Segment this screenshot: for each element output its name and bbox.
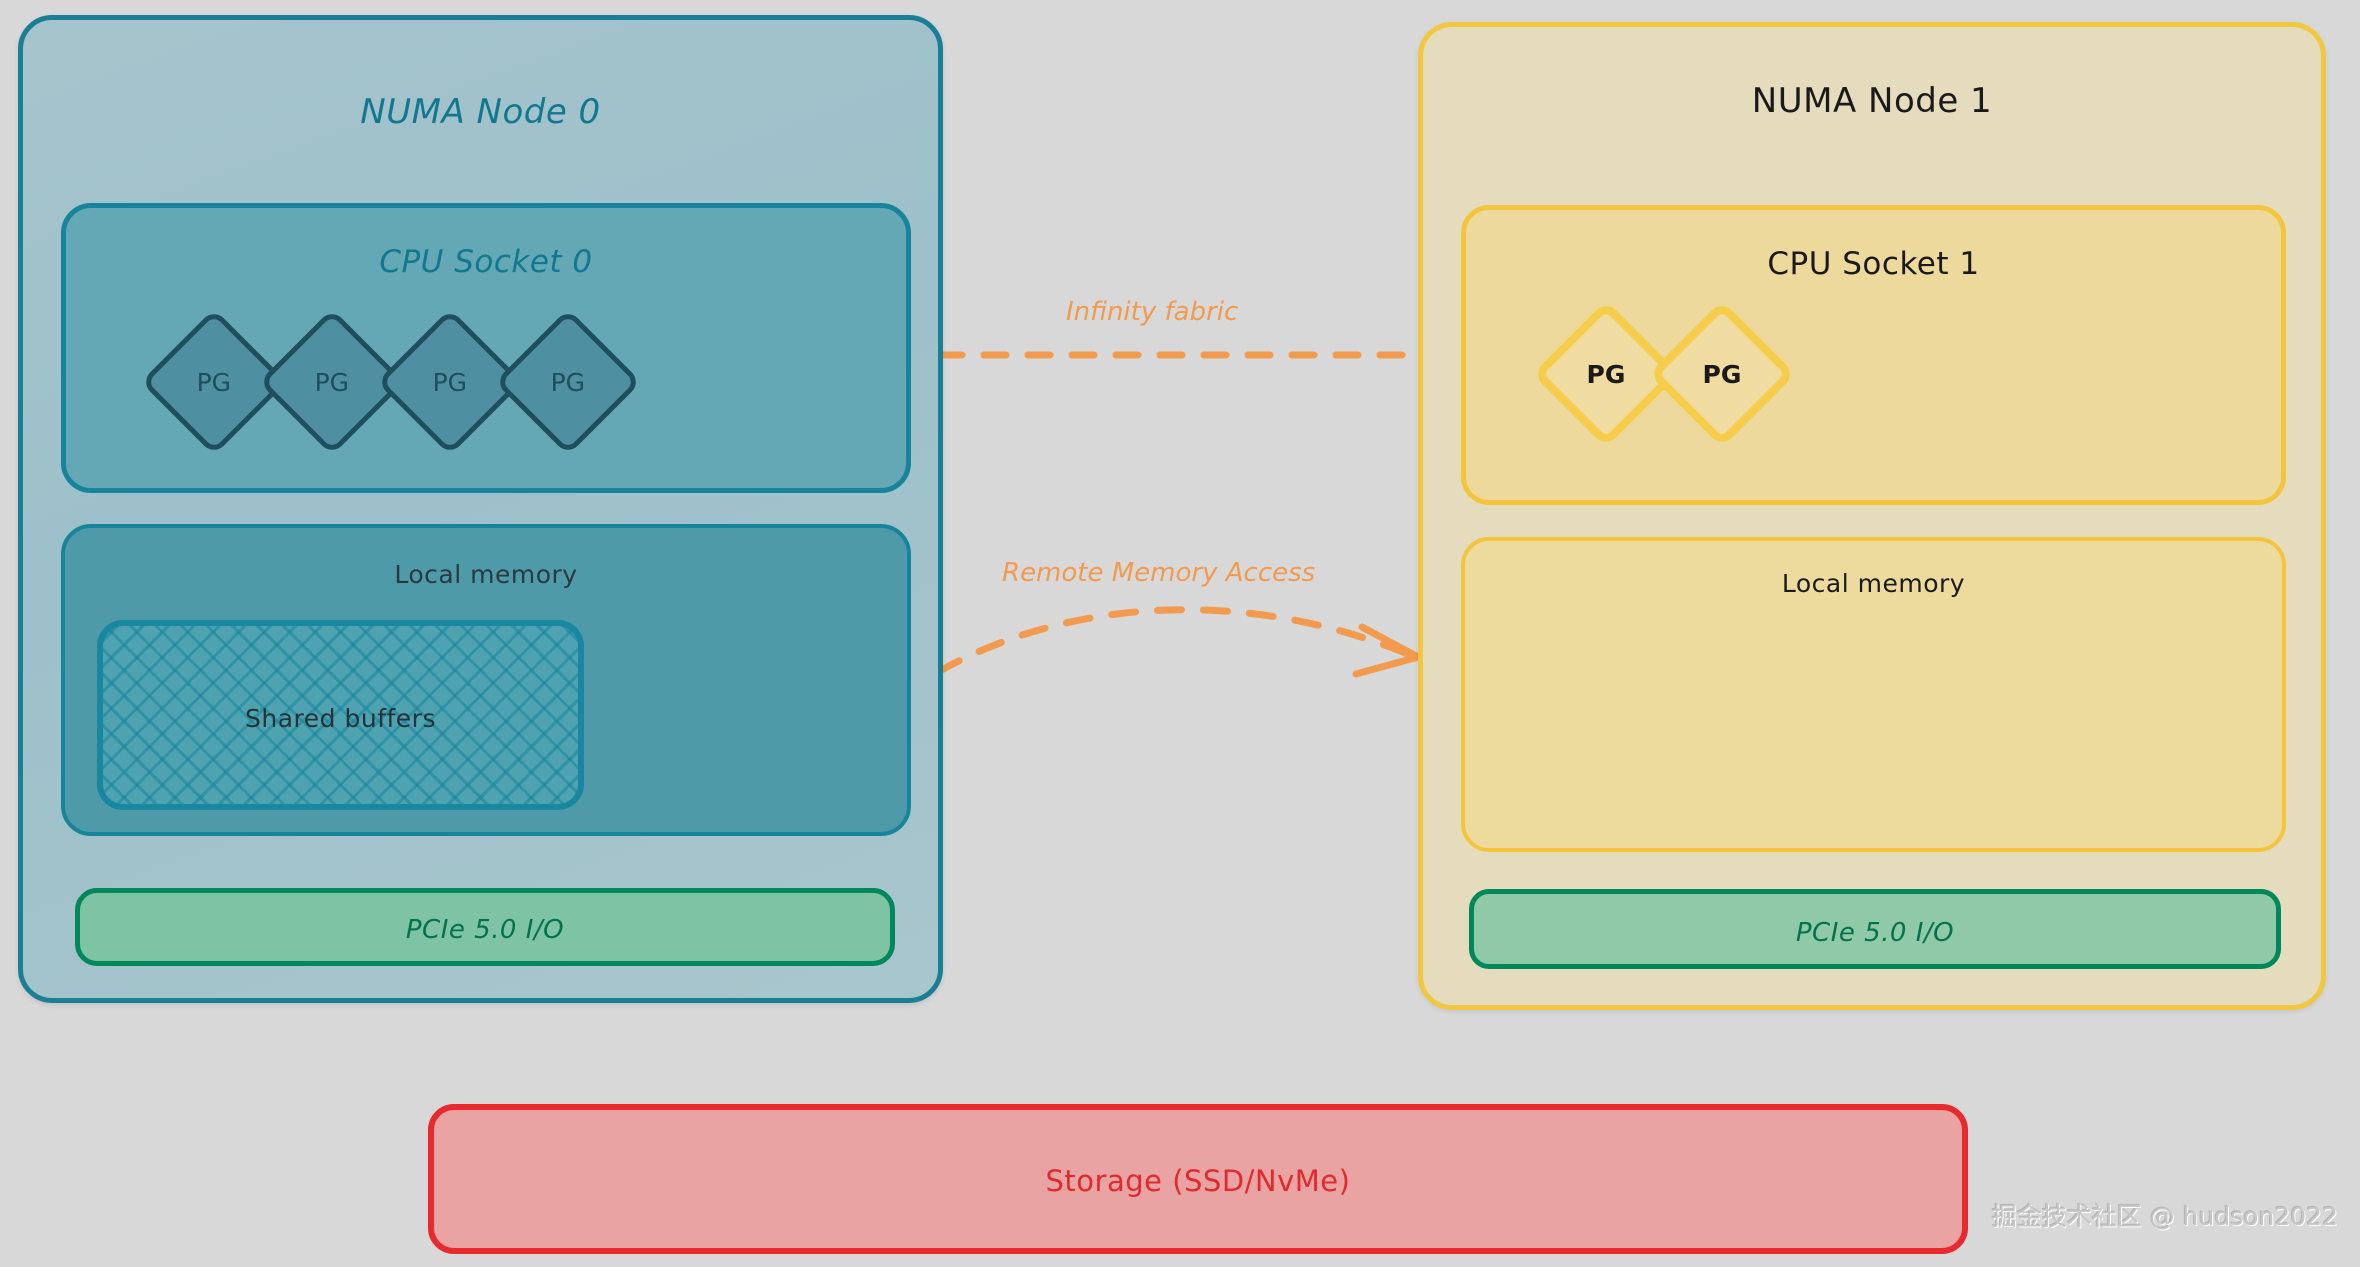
shared-buffers-title: Shared buffers <box>245 704 436 733</box>
numa-node-1[interactable]: NUMA Node 1 CPU Socket 1 PG PG Local mem… <box>1418 22 2326 1010</box>
remote-memory-access-line <box>934 606 1414 676</box>
pg-row-node-0: PG PG PG PG <box>140 308 642 456</box>
local-memory-node-0-title: Local memory <box>394 560 578 589</box>
pg-unit-label: PG <box>314 367 350 397</box>
watermark: 掘金技术社区 @ hudson2022 <box>1991 1202 2338 1231</box>
pcie-io-node-1-title: PCIe 5.0 I/O <box>1795 918 1955 948</box>
pg-row-node-1: PG PG <box>1532 300 1796 448</box>
numa-node-0[interactable]: NUMA Node 0 CPU Socket 0 PG PG PG PG Loc… <box>18 15 943 1003</box>
local-memory-node-0[interactable]: Local memory Shared buffers <box>61 524 911 836</box>
cpu-socket-1[interactable]: CPU Socket 1 PG PG <box>1461 205 2286 505</box>
pcie-io-node-1[interactable]: PCIe 5.0 I/O <box>1469 889 2281 969</box>
infinity-fabric-label: Infinity fabric <box>1066 297 1239 327</box>
storage-block[interactable]: Storage (SSD/NvMe) <box>428 1104 1968 1254</box>
local-memory-node-1[interactable]: Local memory <box>1461 537 2286 852</box>
pg-unit-label: PG <box>196 367 232 397</box>
pg-unit[interactable]: PG <box>494 308 642 456</box>
remote-memory-access-label: Remote Memory Access <box>1002 558 1316 588</box>
storage-block-title: Storage (SSD/NvMe) <box>1045 1164 1351 1198</box>
cpu-socket-1-title: CPU Socket 1 <box>1767 246 1980 282</box>
pg-unit-label: PG <box>1586 359 1626 389</box>
remote-memory-access-arrowhead <box>1352 623 1422 678</box>
pg-unit-label: PG <box>432 367 468 397</box>
local-memory-node-1-title: Local memory <box>1781 569 1966 598</box>
pcie-io-node-0[interactable]: PCIe 5.0 I/O <box>75 888 895 966</box>
numa-node-1-title: NUMA Node 1 <box>1751 81 1993 121</box>
cpu-socket-0[interactable]: CPU Socket 0 PG PG PG PG <box>61 203 911 493</box>
cpu-socket-0-title: CPU Socket 0 <box>379 244 593 280</box>
numa-node-0-title: NUMA Node 0 <box>360 92 601 132</box>
pg-unit[interactable]: PG <box>1648 300 1796 448</box>
shared-buffers[interactable]: Shared buffers <box>97 620 584 810</box>
pg-unit-label: PG <box>1702 359 1742 389</box>
pg-unit-label: PG <box>550 367 586 397</box>
pcie-io-node-0-title: PCIe 5.0 I/O <box>405 915 565 945</box>
